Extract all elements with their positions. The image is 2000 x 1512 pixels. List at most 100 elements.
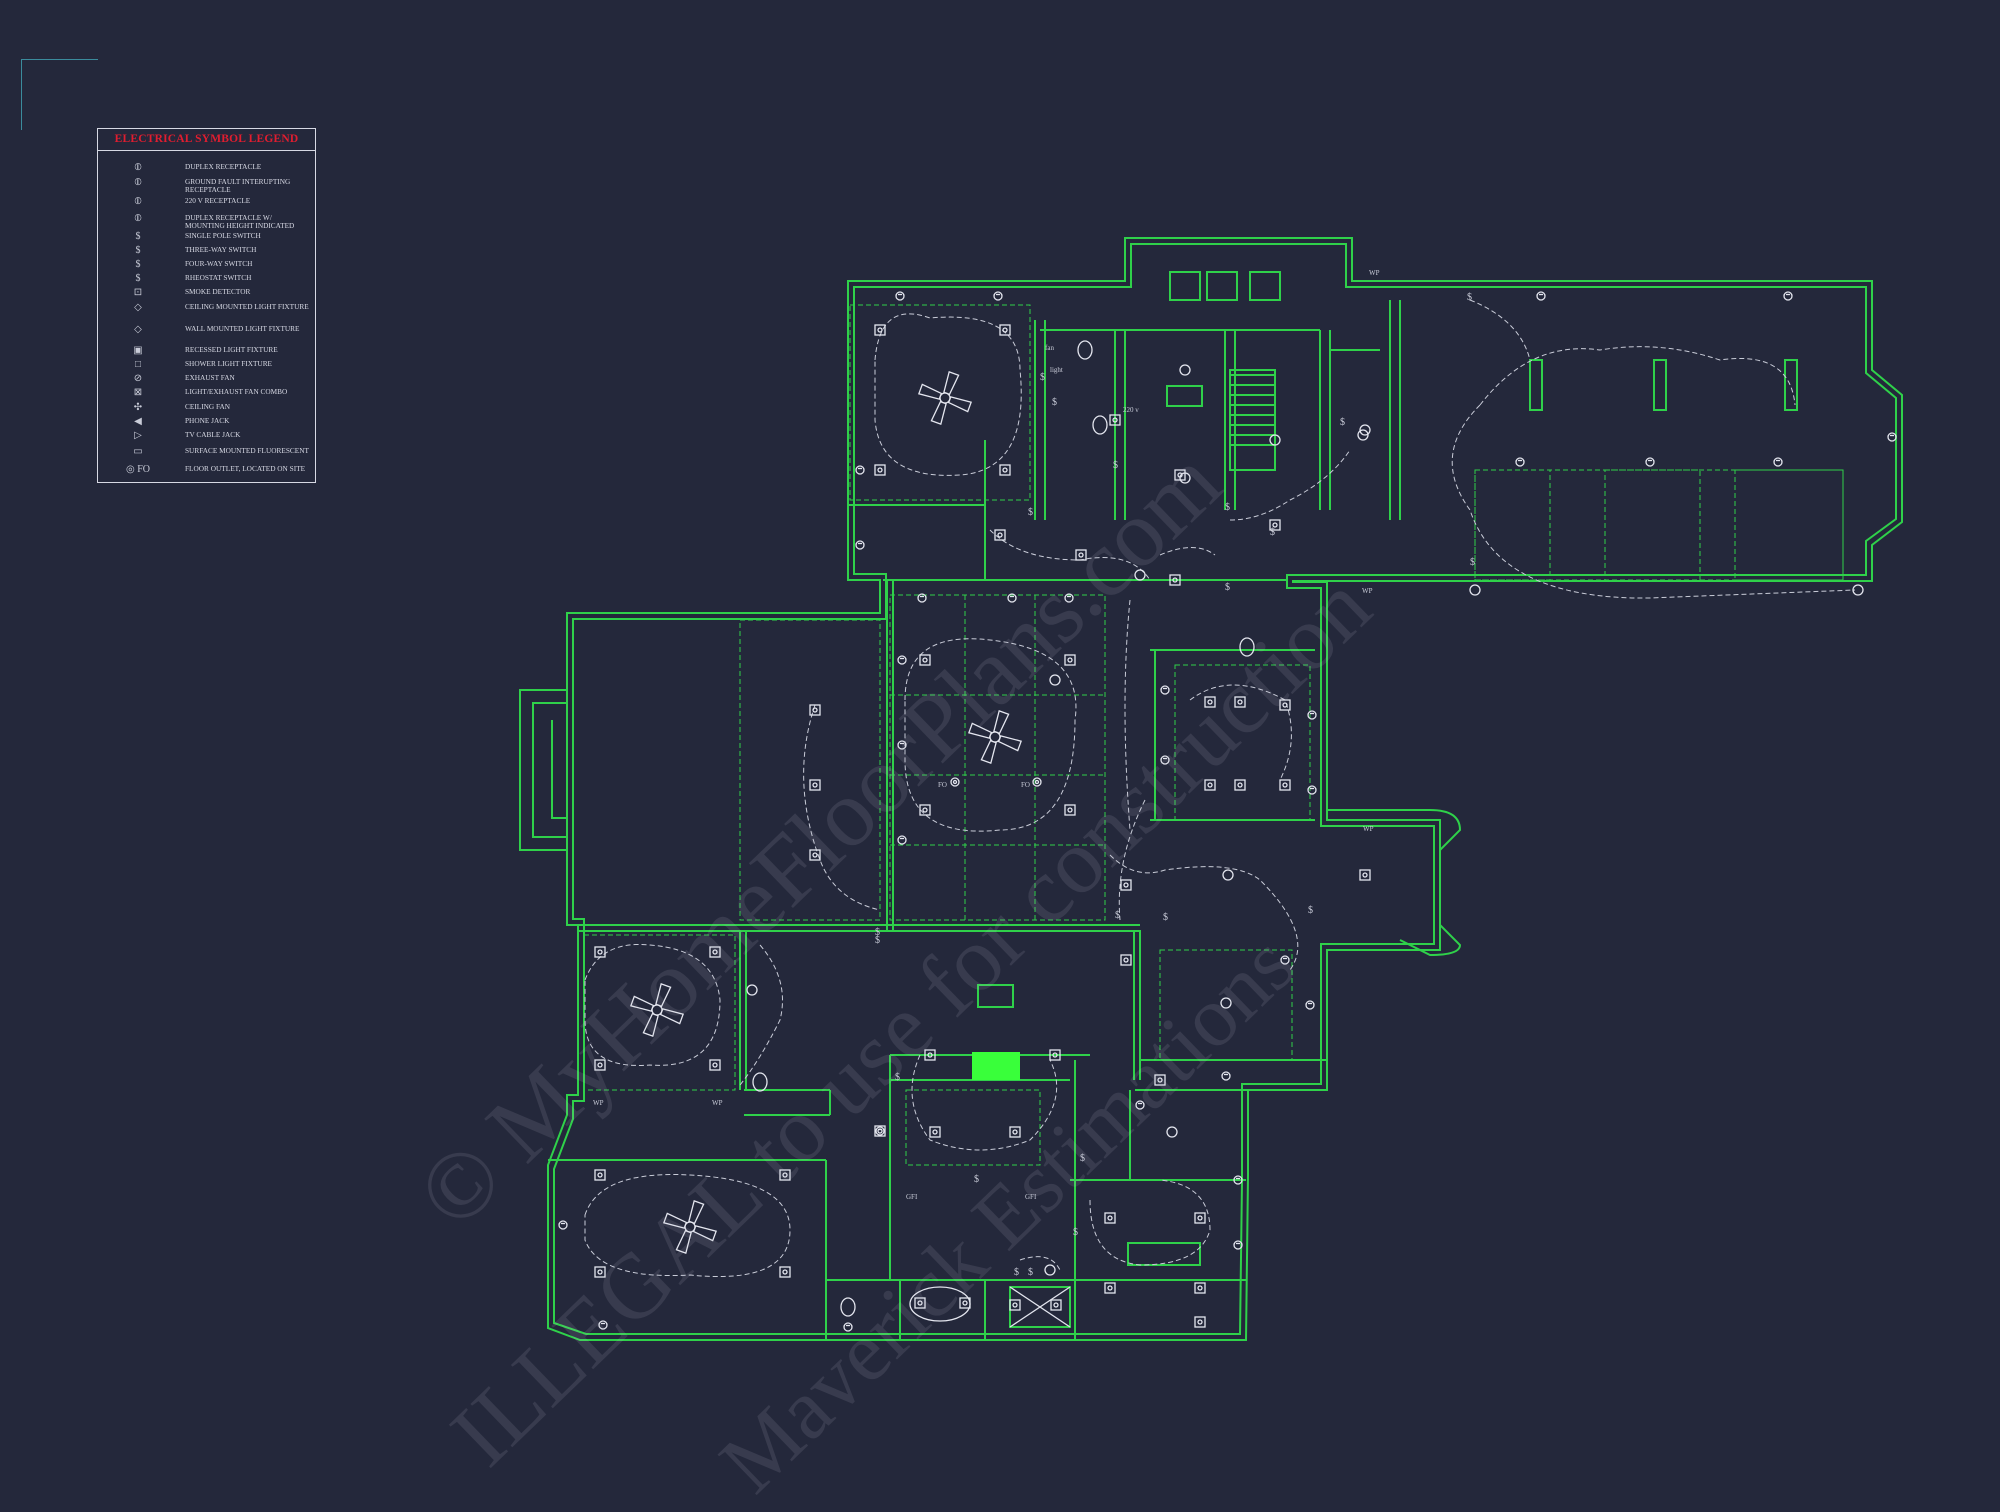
recessed-light-center — [1002, 327, 1008, 333]
recessed-light-center — [922, 807, 928, 813]
duplex-receptacle-icon — [1280, 955, 1290, 965]
ceiling-fan-icon: ✣ — [133, 402, 143, 413]
recessed-light-center — [1078, 552, 1084, 558]
recessed-light-icon — [924, 1049, 936, 1061]
legend-item: ⊡SMOKE DETECTOR — [98, 287, 315, 301]
recessed-light-icon — [1050, 1299, 1062, 1311]
bathtub-icon — [909, 1286, 971, 1322]
ceiling-fan-icon — [663, 1200, 717, 1254]
ceiling-light-icon — [1222, 869, 1234, 881]
kitchen-range-highlight — [972, 1052, 1020, 1080]
recessed-light-icon — [1279, 699, 1291, 711]
recessed-light-icon — [594, 1266, 606, 1278]
recessed-light-center — [1237, 782, 1243, 788]
220v-receptacle-icon: ⦶ — [134, 196, 142, 207]
recessed-light-center — [1012, 1302, 1018, 1308]
ceiling-outline — [739, 619, 881, 921]
duplex-receptacle-icon — [1160, 755, 1170, 765]
garage-door-outline — [1734, 469, 1844, 581]
kitchen-fluorescent — [1127, 1242, 1201, 1266]
duplex-receptacle-icon — [843, 1322, 853, 1332]
switch-icon: $ — [1113, 460, 1118, 471]
duplex-receptacle-icon — [1233, 1175, 1243, 1185]
recessed-light-center — [877, 467, 883, 473]
recessed-light-center — [1362, 872, 1368, 878]
legend-item: $THREE-WAY SWITCH — [98, 245, 315, 259]
legend-item-label: SHOWER LIGHT FIXTURE — [185, 359, 273, 368]
tv-cable-jack-icon: ▷ — [134, 430, 142, 441]
recessed-light-center — [922, 657, 928, 663]
fan-hub — [684, 1221, 696, 1233]
gfi-label: GFI — [906, 1193, 918, 1201]
switch-icon: $ — [875, 927, 880, 938]
recessed-light-center — [782, 1269, 788, 1275]
electrical-legend: ELECTRICAL SYMBOL LEGEND ⦶DUPLEX RECEPTA… — [97, 128, 316, 483]
wp-label: WP — [712, 1099, 723, 1107]
ceiling-light-icon — [1179, 364, 1191, 376]
switch-icon: $ — [1225, 582, 1230, 593]
legend-item: ⦶220 V RECEPTACLE — [98, 196, 315, 210]
legend-item-label: PHONE JACK — [185, 416, 230, 425]
duplex-receptacle-icon — [1305, 1000, 1315, 1010]
switch-icon: $ — [1467, 292, 1472, 303]
recessed-light-icon — [1204, 696, 1216, 708]
shower-cross — [1009, 1286, 1071, 1328]
fan-blade — [663, 1212, 688, 1229]
fan-blade — [943, 371, 960, 396]
recessed-light-center — [1237, 699, 1243, 705]
legend-item: ⦶ DUPLEX RECEPTACLE — [98, 162, 315, 176]
legend-item-label: RECESSED LIGHT FIXTURE — [185, 345, 278, 354]
recessed-light-center — [1053, 1302, 1059, 1308]
ceiling-fan-icon — [630, 983, 684, 1037]
ceiling-light-icon — [1044, 1264, 1056, 1276]
legend-item: ▣RECESSED LIGHT FIXTURE — [98, 345, 315, 359]
recessed-light-icon — [1194, 1316, 1206, 1328]
recessed-light-icon — [1234, 779, 1246, 791]
floor-outlet-icon — [1032, 777, 1042, 787]
recessed-light-center — [1282, 702, 1288, 708]
recessed-light-icon — [1269, 519, 1281, 531]
duplex-receptacle-icon — [895, 291, 905, 301]
pantry-box — [1206, 271, 1238, 301]
recessed-light-center — [1207, 699, 1213, 705]
duplex-receptacle-icon — [875, 1126, 885, 1136]
fan-hub — [939, 392, 951, 404]
recessed-light-center — [1107, 1215, 1113, 1221]
recessed-light-icon — [594, 1059, 606, 1071]
gfi-label: GFI — [1025, 1193, 1037, 1201]
fan-blade — [688, 1200, 705, 1225]
duplex-receptacle-icon — [917, 593, 927, 603]
recessed-light-center — [997, 532, 1003, 538]
light-label: light — [1050, 366, 1063, 374]
dashed-fixture-outlines — [583, 304, 1844, 1166]
wiring-run — [1469, 299, 1531, 361]
recessed-light-center — [1197, 1285, 1203, 1291]
toilet-icon — [1239, 637, 1255, 657]
ceiling-outline — [1174, 664, 1311, 821]
legend-title: ELECTRICAL SYMBOL LEGEND — [98, 129, 315, 151]
wiring-run — [989, 529, 1151, 581]
recessed-light-icon — [809, 704, 821, 716]
legend-item-label: DUPLEX RECEPTACLE — [185, 162, 262, 171]
surface-fluorescent-icon: ▭ — [133, 446, 143, 457]
ceiling-light-icon — [1852, 584, 1864, 596]
wiring-run — [1451, 404, 1856, 599]
wiring-run — [1229, 449, 1351, 521]
fan-hub — [989, 731, 1001, 743]
recessed-light-icon — [1009, 1299, 1021, 1311]
garage-light-fixture — [1653, 359, 1667, 411]
legend-item: ⊘EXHAUST FAN — [98, 373, 315, 387]
duplex-receptacle-icon — [897, 835, 907, 845]
toilet-icon — [1077, 340, 1093, 360]
duplex-receptacle-icon — [993, 291, 1003, 301]
duplex-receptacle-icon: ⦶ — [134, 162, 142, 173]
recessed-light-icon — [874, 464, 886, 476]
wp-label: WP — [1363, 825, 1374, 833]
legend-item: ⦶DUPLEX RECEPTACLE W/ MOUNTING HEIGHT IN… — [98, 213, 315, 229]
fan-blade — [659, 1008, 684, 1025]
fan-blade — [930, 400, 947, 425]
smoke-detector-icon: ⊡ — [133, 287, 143, 298]
recessed-light-center — [1123, 882, 1129, 888]
recessed-light-icon — [709, 946, 721, 958]
wp-label: WP — [1362, 587, 1373, 595]
